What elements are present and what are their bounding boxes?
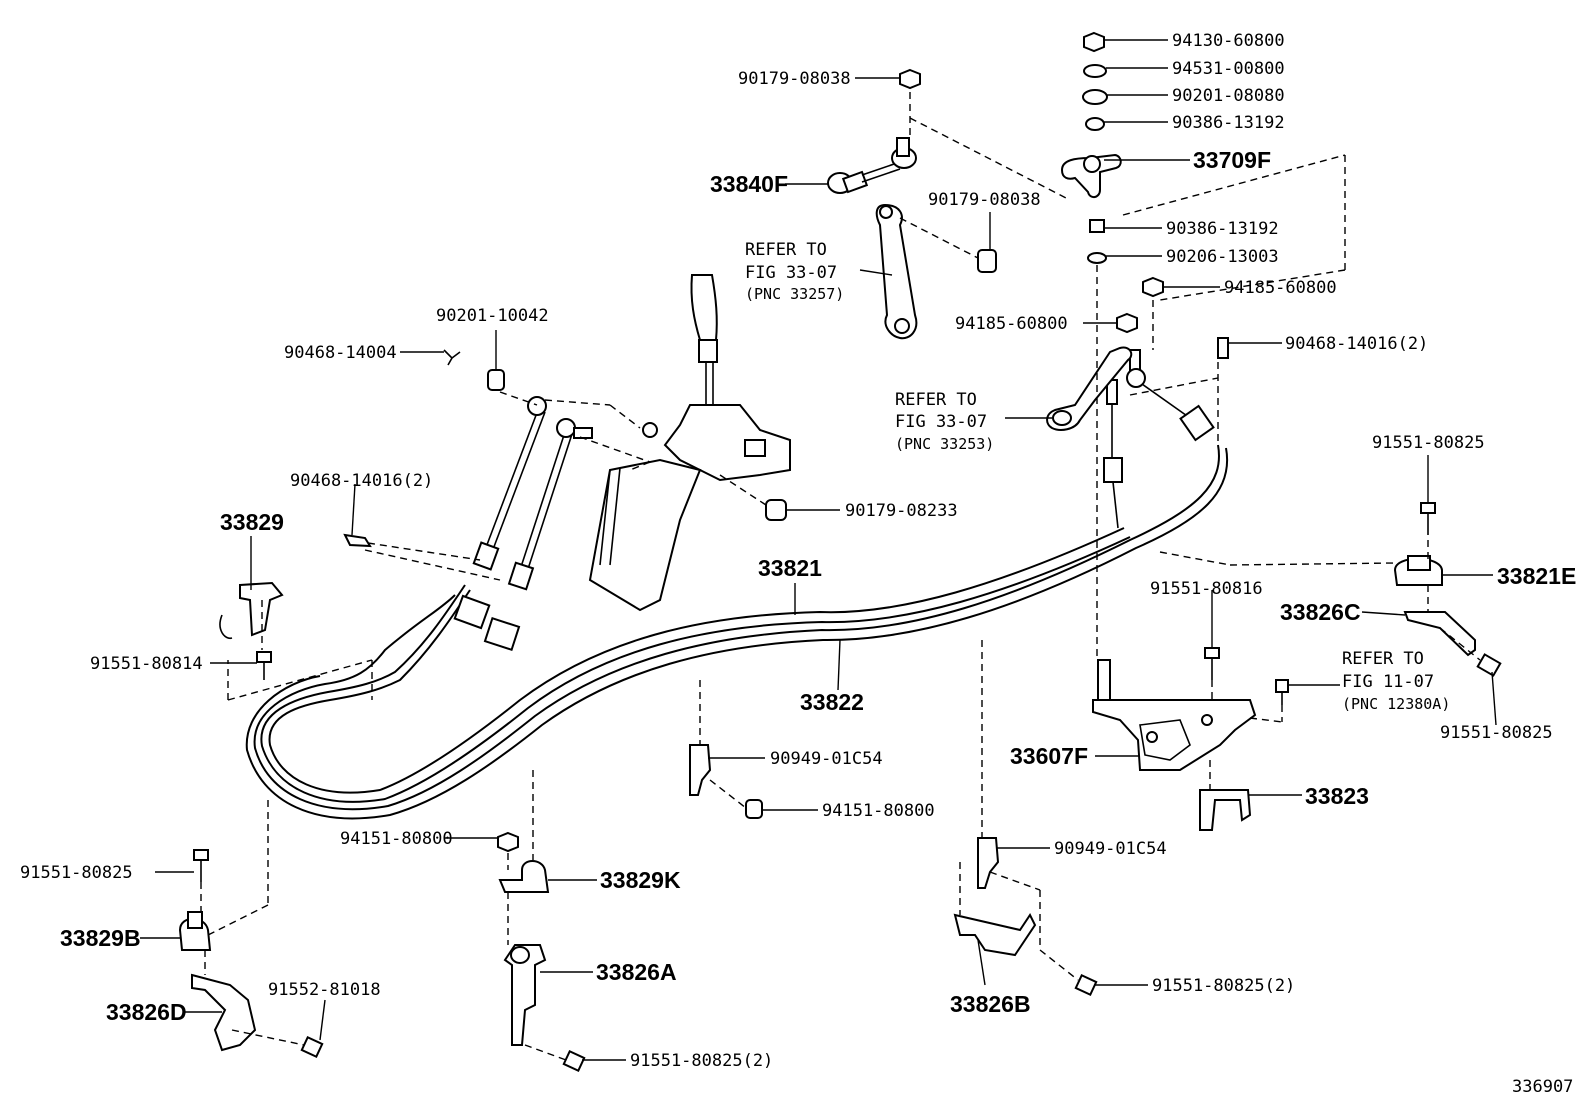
clamp-33829b [178, 911, 212, 951]
label-90179-08233: 90179-08233 [845, 501, 958, 521]
ref1-line2: FIG 33-07 [745, 263, 837, 283]
label-91551-80825-top-right: 91551-80825 [1372, 433, 1485, 453]
figure-id: 336907 [1512, 1077, 1573, 1097]
label-33607f: 33607F [1010, 743, 1088, 769]
ref1-line1: REFER TO [745, 240, 827, 260]
label-33840f: 33840F [710, 171, 788, 197]
label-90949-01c54-lower: 90949-01C54 [1054, 839, 1167, 859]
ref1-line3: (PNC 33257) [745, 285, 844, 303]
cable-end-left-2 [483, 418, 593, 651]
label-94531-00800: 94531-00800 [1172, 59, 1285, 79]
label-33821e: 33821E [1497, 563, 1576, 589]
label-91551-80825-left: 91551-80825 [20, 863, 133, 883]
ref2-line3: (PNC 33253) [895, 435, 994, 453]
fasteners [193, 31, 1502, 1073]
cable-end-left-1 [453, 396, 547, 630]
bracket-33607f [1092, 659, 1257, 771]
bracket-33823 [1199, 789, 1252, 831]
label-90386-13192-low: 90386-13192 [1166, 219, 1279, 239]
label-90201-10042: 90201-10042 [436, 306, 549, 326]
part-33840f [827, 137, 917, 194]
ref2-line2: FIG 33-07 [895, 412, 987, 432]
label-33826b: 33826B [950, 991, 1031, 1017]
clamp-33829k [498, 860, 550, 893]
label-33829k: 33829K [600, 867, 681, 893]
label-90179-08038-mid: 90179-08038 [928, 190, 1041, 210]
label-33829: 33829 [220, 509, 284, 535]
dashed-lines [200, 92, 1481, 1061]
label-90468-14016-right: 90468-14016(2) [1285, 334, 1428, 354]
label-90206-13003: 90206-13003 [1166, 247, 1279, 267]
clip-90949-b [977, 837, 1000, 889]
label-90386-13192-top: 90386-13192 [1172, 113, 1285, 133]
label-91551-80825-2-right: 91551-80825(2) [1152, 976, 1295, 996]
label-94151-80800-right: 94151-80800 [822, 801, 935, 821]
leader-lines [140, 39, 1497, 1061]
label-91551-80816: 91551-80816 [1150, 579, 1263, 599]
ref3-line3: (PNC 12380A) [1342, 695, 1450, 713]
label-94130-60800: 94130-60800 [1172, 31, 1285, 51]
label-94185-60800-left: 94185-60800 [955, 314, 1068, 334]
label-90179-08038-top: 90179-08038 [738, 69, 851, 89]
label-33822: 33822 [800, 689, 864, 715]
label-91551-80825-2-bottom: 91551-80825(2) [630, 1051, 773, 1071]
label-91551-80814: 91551-80814 [90, 654, 203, 674]
label-90468-14004: 90468-14004 [284, 343, 397, 363]
ref3-line2: FIG 11-07 [1342, 672, 1434, 692]
label-33823: 33823 [1305, 783, 1369, 809]
label-91551-80825-right: 91551-80825 [1440, 723, 1553, 743]
label-33826d: 33826D [106, 999, 187, 1025]
shift-lever-link [875, 203, 918, 340]
lever-33253 [1046, 346, 1133, 431]
label-94185-60800-right: 94185-60800 [1224, 278, 1337, 298]
label-91552-81018: 91552-81018 [268, 980, 381, 1000]
label-90949-01c54-upper: 90949-01C54 [770, 749, 883, 769]
cable-end-right-1 [1103, 379, 1123, 529]
label-33821: 33821 [758, 555, 822, 581]
retainer-33821e [1393, 555, 1443, 586]
cable-end-right-2 [1126, 349, 1215, 442]
bracket-33709f [1060, 153, 1122, 198]
label-33826c: 33826C [1280, 599, 1361, 625]
label-33826a: 33826A [596, 959, 677, 985]
shift-lever-assembly [588, 274, 791, 612]
label-33829b: 33829B [60, 925, 141, 951]
bracket-33826b [953, 913, 1037, 957]
cable-33821 [260, 527, 1131, 803]
cable-33822 [245, 444, 1229, 820]
label-33709f: 33709F [1193, 147, 1271, 173]
label-90201-08080: 90201-08080 [1172, 86, 1285, 106]
part-labels: 94130-60800 94531-00800 90201-08080 9038… [20, 31, 1576, 1097]
label-94151-80800-left: 94151-80800 [340, 829, 453, 849]
clip-90949-a [689, 744, 712, 796]
bracket-33826a [503, 944, 547, 1046]
ref2-line1: REFER TO [895, 390, 977, 410]
bracket-33826d [191, 973, 257, 1052]
ref3-line1: REFER TO [1342, 649, 1424, 669]
clamp-33829 [219, 581, 284, 639]
label-90468-14016-left: 90468-14016(2) [290, 471, 433, 491]
